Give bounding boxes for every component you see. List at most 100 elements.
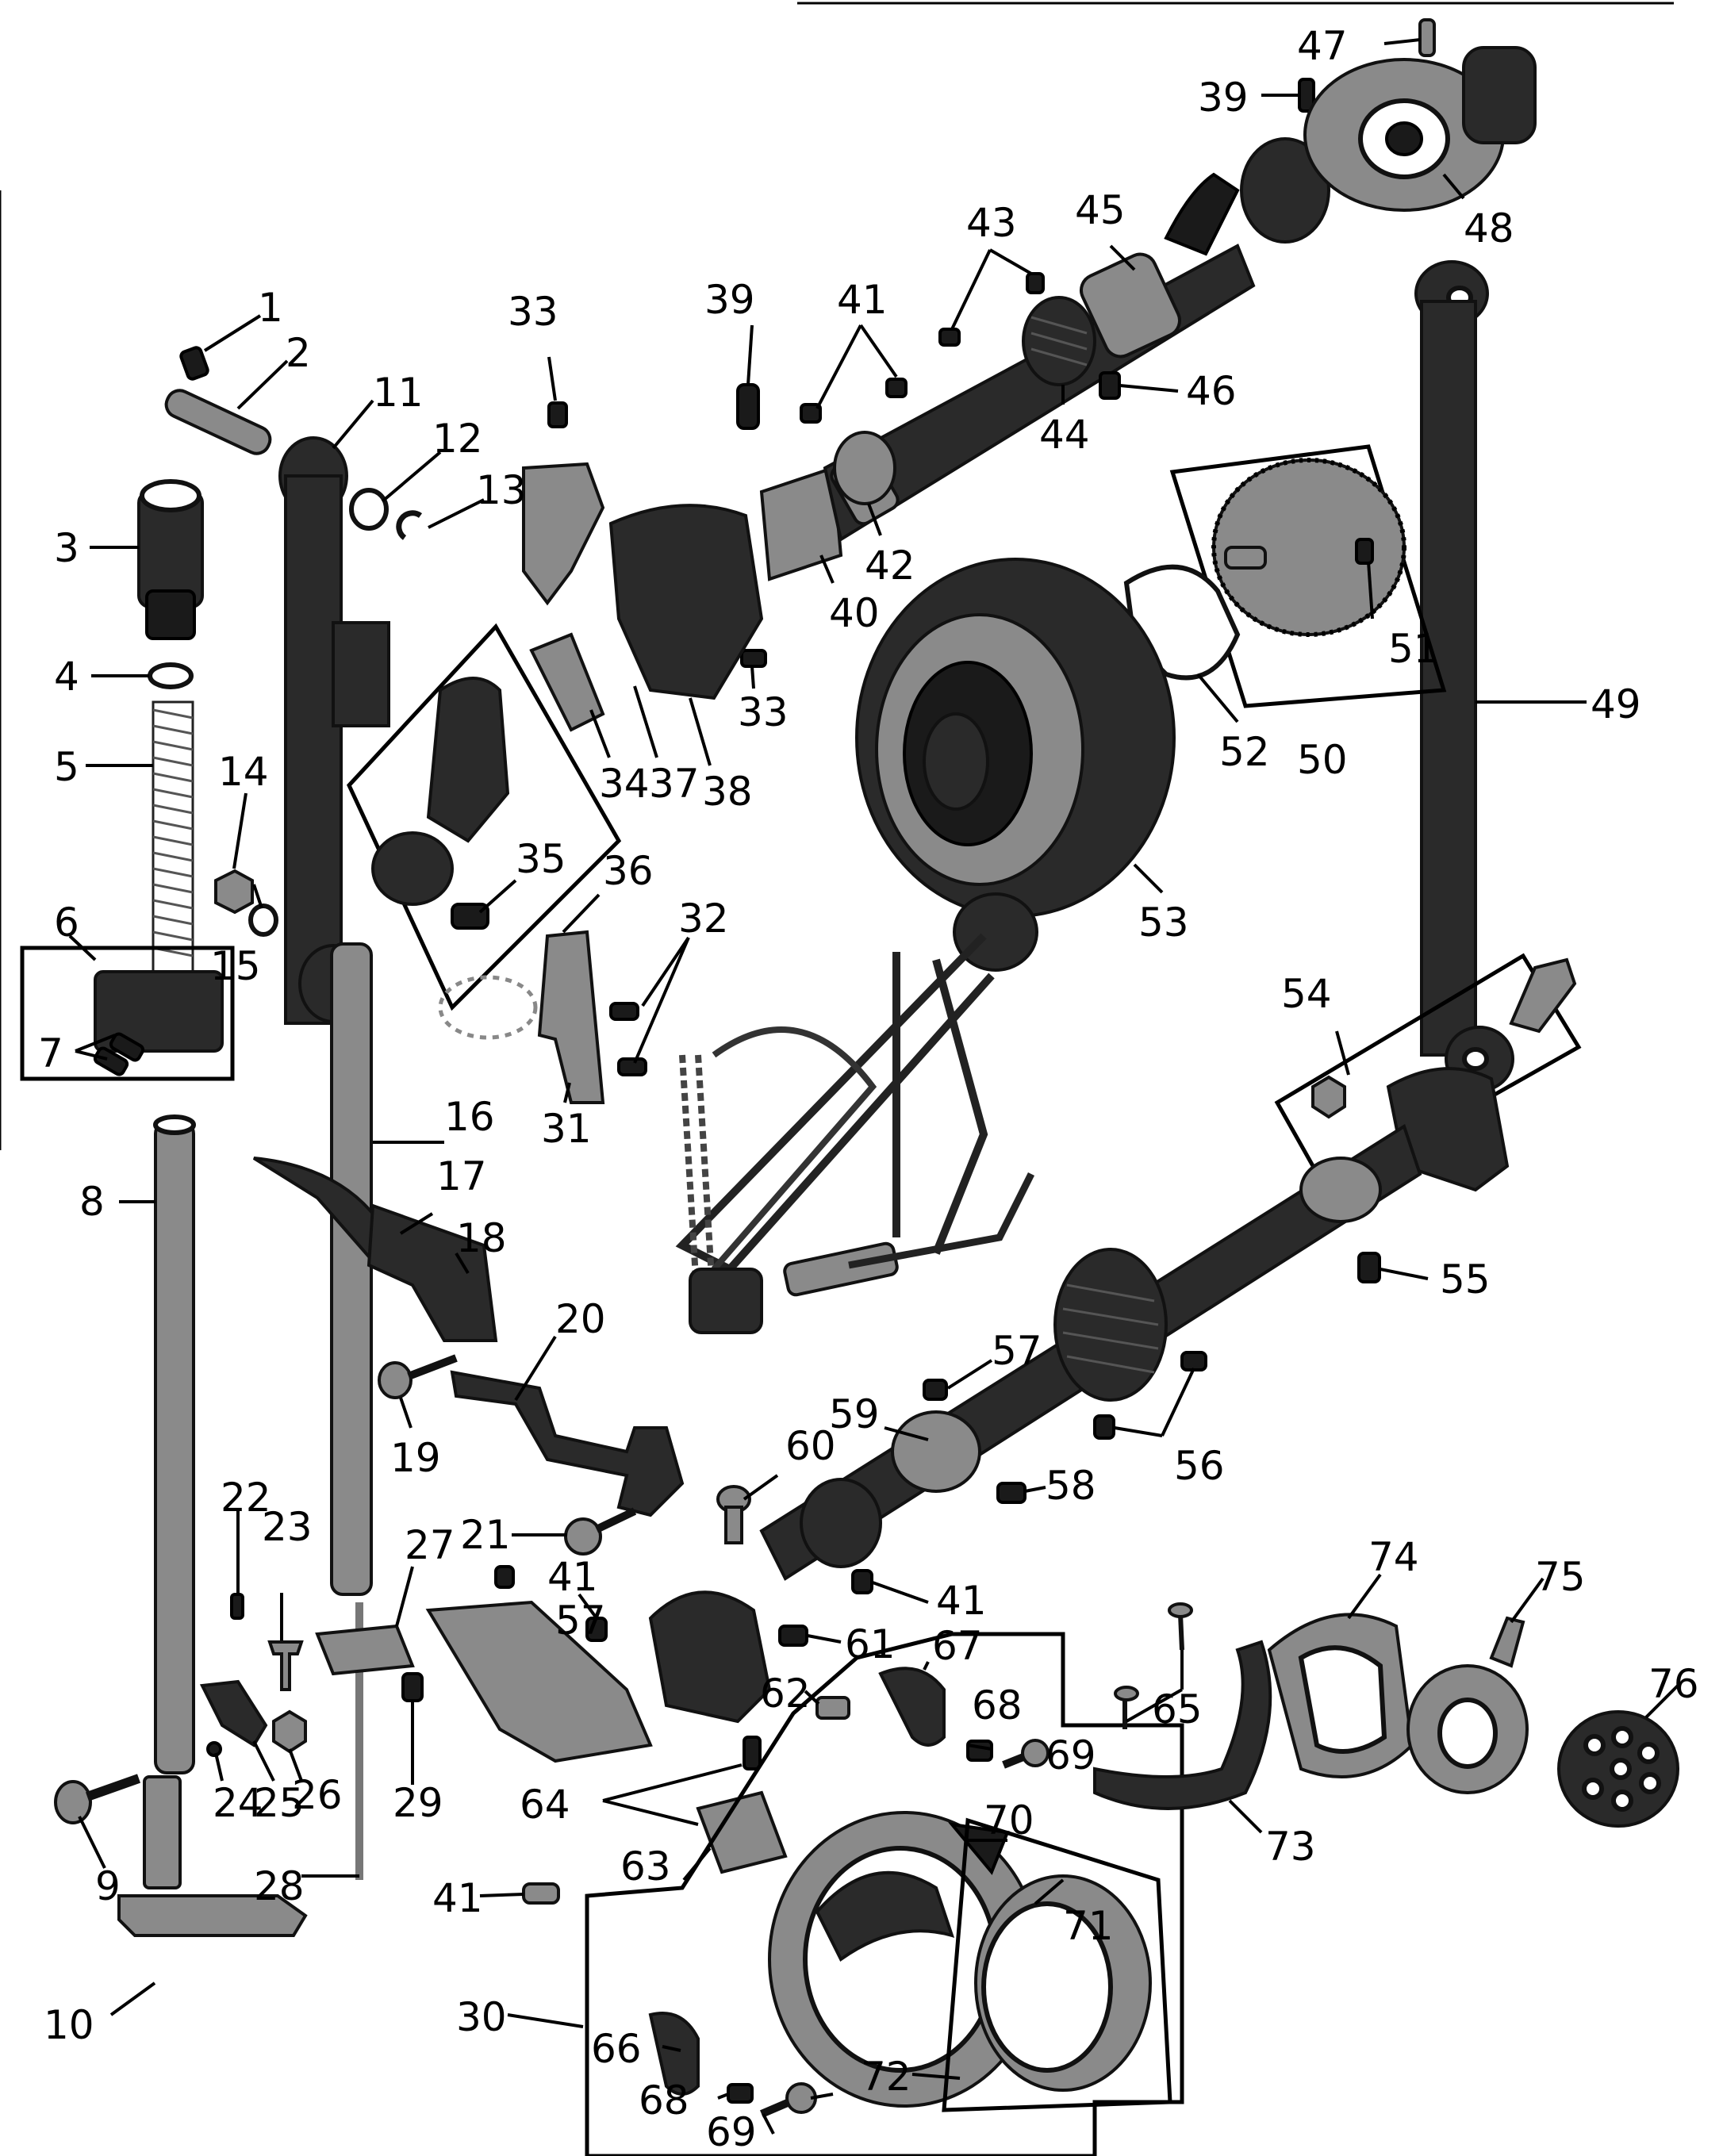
label-6: 6 <box>54 900 79 946</box>
label-14: 14 <box>218 749 269 795</box>
callout-labels: 1 2 3 4 5 6 7 8 9 10 11 12 13 14 15 16 1… <box>38 23 1699 2155</box>
part-7-screw-b <box>109 1032 145 1062</box>
label-57: 57 <box>992 1328 1042 1374</box>
label-8: 8 <box>79 1179 105 1225</box>
part-29-screw <box>401 1672 424 1702</box>
part-57-screw <box>923 1379 948 1401</box>
part-48-bushing-housing <box>1303 46 1537 212</box>
label-64: 64 <box>520 1782 570 1828</box>
label-48: 48 <box>1464 205 1514 251</box>
part-19-screw <box>378 1354 458 1399</box>
label-55: 55 <box>1440 1256 1491 1302</box>
part-74-feed-dog <box>1267 1613 1414 1778</box>
label-21: 21 <box>460 1512 511 1558</box>
box-6 <box>20 946 235 1081</box>
part-31-plate <box>537 930 605 1104</box>
label-53: 53 <box>1138 900 1189 946</box>
part-54-stud <box>1509 957 1577 1034</box>
label-10: 10 <box>44 2002 94 2048</box>
label-18: 18 <box>456 1215 507 1261</box>
part-27-take-up <box>315 1624 415 1676</box>
label-34: 34 <box>599 761 650 807</box>
label-73: 73 <box>1265 1824 1316 1870</box>
label-5: 5 <box>54 744 79 790</box>
label-39-upper: 39 <box>1198 75 1249 121</box>
label-28: 28 <box>254 1863 305 1909</box>
label-61: 61 <box>845 1621 896 1667</box>
label-22: 22 <box>221 1475 271 1521</box>
label-7: 7 <box>38 1030 63 1076</box>
part-33-screw-top <box>547 401 568 428</box>
part-42-bushing <box>833 431 896 505</box>
part-2-hinge-pin <box>164 389 272 455</box>
part-24-pin <box>206 1741 222 1757</box>
part-44-worm-gear <box>1022 296 1096 386</box>
part-43-screw-a <box>938 328 961 347</box>
part-46-screw <box>1099 371 1121 400</box>
label-41-lower-left: 41 <box>547 1554 598 1600</box>
label-54: 54 <box>1281 971 1332 1017</box>
part-67-latch <box>878 1667 946 1747</box>
label-71: 71 <box>1063 1903 1114 1949</box>
part-32-screw-a <box>609 1002 639 1021</box>
label-58: 58 <box>1046 1463 1096 1509</box>
part-53-hand-wheel <box>855 558 1176 918</box>
label-33-top: 33 <box>508 289 558 335</box>
label-29: 29 <box>393 1780 443 1826</box>
part-26-nut <box>272 1709 307 1754</box>
part-22-screw <box>230 1593 244 1620</box>
label-20: 20 <box>555 1296 606 1342</box>
part-32-screw-b <box>617 1057 647 1076</box>
part-1-set-screw <box>179 346 209 381</box>
part-64-bushing <box>696 1790 788 1874</box>
part-hook-drive-arm <box>425 1600 653 1763</box>
part-5-spring <box>152 700 194 973</box>
part-lower-worm-gear <box>1053 1248 1168 1402</box>
label-39-lower: 39 <box>704 277 755 323</box>
part-37-crank <box>522 462 605 606</box>
label-76: 76 <box>1648 1661 1699 1707</box>
label-46: 46 <box>1186 368 1237 414</box>
part-38-crank-head <box>608 504 764 700</box>
part-4-washer <box>148 662 194 689</box>
label-57-left: 57 <box>555 1598 606 1644</box>
part-73-thread-guard <box>1093 1640 1272 1810</box>
part-56-screw-a <box>1180 1351 1207 1371</box>
label-62: 62 <box>760 1671 811 1717</box>
part-23-stud <box>267 1640 304 1691</box>
label-12: 12 <box>432 416 483 462</box>
label-50: 50 <box>1297 737 1348 783</box>
label-68-lower: 68 <box>639 2077 689 2123</box>
label-41-lower-right: 41 <box>936 1578 987 1624</box>
part-41-screw-d <box>494 1565 515 1589</box>
label-36: 36 <box>603 848 654 894</box>
part-50-gear <box>1211 458 1406 637</box>
label-60: 60 <box>785 1423 836 1469</box>
part-36-outline <box>438 975 538 1040</box>
label-24: 24 <box>213 1780 263 1826</box>
part-8-presser-bar <box>153 1114 196 1774</box>
box-36 <box>347 623 622 1011</box>
part-36-roller <box>371 831 454 906</box>
label-37: 37 <box>649 761 700 807</box>
part-58-screw <box>996 1482 1027 1504</box>
part-64-screw <box>743 1736 762 1770</box>
part-7-screw-a <box>93 1046 129 1076</box>
part-18-lifter-bracket <box>366 1203 498 1342</box>
box-54 <box>1274 953 1582 1193</box>
part-34-stud <box>529 632 605 732</box>
part-41-screw-e <box>522 1882 560 1905</box>
label-65: 65 <box>1152 1686 1203 1732</box>
part-65-screw-a <box>1114 1686 1139 1729</box>
part-66-latch <box>648 2012 700 2096</box>
part-lower-shaft <box>759 1067 1510 1581</box>
part-13-retaining-ring <box>396 510 423 540</box>
label-66: 66 <box>591 2026 642 2072</box>
part-25-lever <box>199 1679 268 1747</box>
label-25: 25 <box>254 1780 305 1826</box>
part-69-screw-a <box>760 2082 817 2118</box>
label-43: 43 <box>966 200 1017 246</box>
label-16: 16 <box>444 1094 495 1140</box>
